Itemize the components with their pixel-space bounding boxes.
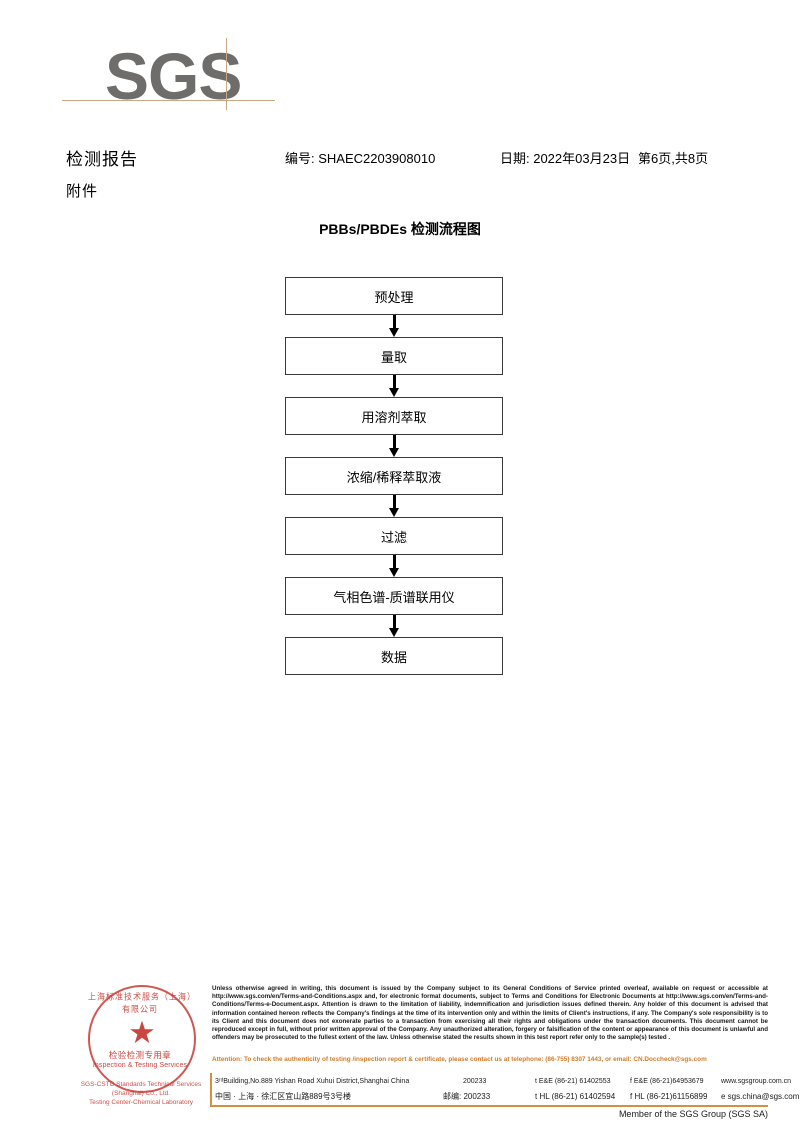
address-en: 3ʳᵈBuilding,No.889 Yishan Road Xuhui Dis… bbox=[215, 1078, 410, 1085]
seal-arc-text: 上海标准技术服务（上海）有限公司 bbox=[88, 992, 192, 1014]
contact-row-cn: 中国 · 上海 · 徐汇区宜山路889号3号楼 邮编: 200233 t HL … bbox=[215, 1089, 799, 1104]
contact-block: 3ʳᵈBuilding,No.889 Yishan Road Xuhui Dis… bbox=[215, 1074, 799, 1104]
flow-arrow-6 bbox=[285, 615, 503, 637]
arrow-shaft bbox=[392, 315, 396, 330]
arrow-head-icon bbox=[389, 508, 399, 517]
arrow-shaft bbox=[392, 615, 396, 630]
telephone-cn: t HL (86-21) 61402594 bbox=[535, 1092, 616, 1101]
arrow-shaft bbox=[392, 495, 396, 510]
postcode-en: 200233 bbox=[463, 1078, 487, 1085]
attention-notice: Attention: To check the authenticity of … bbox=[212, 1056, 707, 1063]
seal-en-label: Inspection & Testing Services bbox=[92, 1062, 188, 1069]
report-date: 日期: 2022年03月23日 bbox=[500, 151, 631, 166]
seal-company-line2: Testing Center-Chemical Laboratory bbox=[88, 1099, 194, 1106]
legal-disclaimer: Unless otherwise agreed in writing, this… bbox=[212, 985, 768, 1042]
sgs-logo: SGS bbox=[62, 38, 275, 118]
seal-company-line1: SGS-CSTC Standards Technical Services (S… bbox=[80, 1081, 202, 1097]
arrow-shaft bbox=[392, 435, 396, 450]
arrow-shaft bbox=[392, 555, 396, 570]
flow-node-label: 浓缩/稀释萃取液 bbox=[346, 469, 442, 485]
flowchart-title: PBBs/PBDEs 检测流程图 bbox=[319, 221, 481, 237]
postcode-cn: 邮编: 200233 bbox=[443, 1092, 491, 1101]
contact-row-en: 3ʳᵈBuilding,No.889 Yishan Road Xuhui Dis… bbox=[215, 1074, 791, 1089]
flow-arrow-4 bbox=[285, 495, 503, 517]
page-number: 第6页,共8页 bbox=[638, 151, 709, 166]
logo-horizontal-rule bbox=[62, 100, 275, 101]
flow-node-data: 数据 bbox=[285, 637, 503, 675]
flow-node-label: 气相色谱-质谱联用仪 bbox=[333, 589, 455, 605]
page-title: 检测报告 bbox=[66, 150, 138, 169]
flow-node-solvent-extraction: 用溶剂萃取 bbox=[285, 397, 503, 435]
page-footer: 上海标准技术服务（上海）有限公司 ★ 检验检测专用章 Inspection & … bbox=[0, 975, 800, 1131]
email-link[interactable]: e sgs.china@sgs.com bbox=[721, 1092, 800, 1101]
logo-text: SGS bbox=[105, 39, 242, 113]
member-notice: Member of the SGS Group (SGS SA) bbox=[618, 1109, 768, 1119]
flow-node-pretreatment: 预处理 bbox=[285, 277, 503, 315]
telephone-en: t E&E (86-21) 61402553 bbox=[535, 1078, 611, 1085]
seal-circle bbox=[88, 985, 196, 1093]
arrow-head-icon bbox=[389, 388, 399, 397]
page-subtitle: 附件 bbox=[66, 183, 99, 200]
flow-arrow-3 bbox=[285, 435, 503, 457]
flow-arrow-5 bbox=[285, 555, 503, 577]
arrow-head-icon bbox=[389, 628, 399, 637]
seal-company-name: SGS-CSTC Standards Technical Services (S… bbox=[66, 1080, 216, 1107]
flow-node-filtration: 过滤 bbox=[285, 517, 503, 555]
flow-node-label: 预处理 bbox=[374, 289, 414, 305]
arrow-head-icon bbox=[389, 328, 399, 337]
flow-node-label: 用溶剂萃取 bbox=[361, 409, 427, 425]
logo-vertical-rule bbox=[226, 38, 227, 110]
flow-arrow-1 bbox=[285, 315, 503, 337]
fax-en: f E&E (86-21)64953679 bbox=[630, 1078, 704, 1085]
arrow-head-icon bbox=[389, 568, 399, 577]
address-divider-horizontal bbox=[210, 1105, 768, 1107]
flowchart: 预处理 量取 用溶剂萃取 浓缩/稀释萃取液 过滤 bbox=[285, 277, 503, 675]
fax-cn: f HL (86-21)61156899 bbox=[630, 1092, 708, 1101]
flow-node-gcms: 气相色谱-质谱联用仪 bbox=[285, 577, 503, 615]
official-seal-stamp: 上海标准技术服务（上海）有限公司 ★ 检验检测专用章 Inspection & … bbox=[81, 985, 201, 1106]
website-link[interactable]: www.sgsgroup.com.cn bbox=[721, 1078, 792, 1085]
arrow-head-icon bbox=[389, 448, 399, 457]
arrow-shaft bbox=[392, 375, 396, 390]
flow-node-measure: 量取 bbox=[285, 337, 503, 375]
address-cn: 中国 · 上海 · 徐汇区宜山路889号3号楼 bbox=[215, 1092, 352, 1101]
report-number: 编号: SHAEC2203908010 bbox=[285, 151, 436, 166]
flow-node-label: 量取 bbox=[380, 349, 407, 365]
star-icon: ★ bbox=[128, 1015, 156, 1050]
flow-node-label: 过滤 bbox=[380, 529, 407, 545]
seal-cn-label: 检验检测专用章 bbox=[108, 1050, 172, 1060]
address-divider-vertical bbox=[210, 1073, 212, 1106]
flow-arrow-2 bbox=[285, 375, 503, 397]
flow-node-concentrate-dilute: 浓缩/稀释萃取液 bbox=[285, 457, 503, 495]
flow-node-label: 数据 bbox=[380, 649, 407, 665]
